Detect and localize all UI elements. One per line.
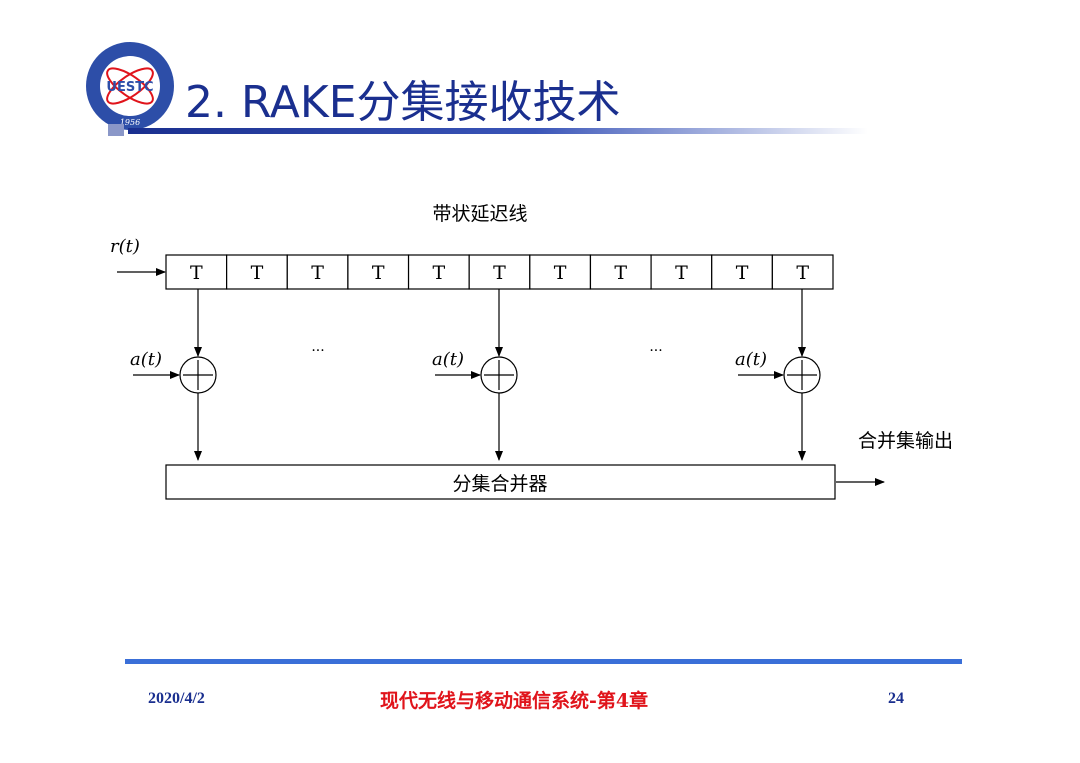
footer-date: 2020/4/2 [148, 690, 205, 707]
slide-title: 2. RAKE分集接收技术 [185, 77, 621, 128]
delay-cell-label: T [190, 262, 203, 284]
delay-cell-label: T [311, 262, 324, 284]
diversity-combiner [165, 464, 836, 500]
logo-text: UESTC [106, 80, 153, 95]
combiner-label: 分集合并器 [452, 473, 547, 495]
delay-cell-label: T [736, 262, 749, 284]
tap-branch-2: a(t) [432, 289, 518, 461]
uestc-logo: UESTC 1956 [86, 42, 174, 130]
title-underline [108, 124, 868, 136]
tap-branch-3: a(t) [735, 289, 821, 461]
delay-cell [468, 254, 531, 290]
delay-cell [711, 254, 773, 290]
delay-cell-label: T [614, 262, 627, 284]
ellipsis-1: ··· [311, 343, 324, 359]
delay-cell [771, 254, 834, 290]
delay-cell-label: T [372, 262, 385, 284]
delay-cell-label: T [493, 262, 506, 284]
delay-cell-label: T [675, 262, 688, 284]
coef-label-3: a(t) [735, 349, 767, 370]
delay-cell-label: T [251, 262, 264, 284]
delay-cell [589, 254, 652, 290]
delay-cell-label: T [554, 262, 567, 284]
page-number: 24 [888, 690, 904, 707]
footer-divider [125, 659, 962, 664]
delay-cell [529, 254, 592, 290]
footer-course-title: 现代无线与移动通信系统-第4章 [380, 690, 649, 712]
delay-line-label: 带状延迟线 [432, 203, 527, 225]
delay-cell-label: T [796, 262, 809, 284]
output-label: 合并集输出 [858, 430, 953, 452]
coef-label-1: a(t) [130, 349, 162, 370]
coef-label-2: a(t) [432, 349, 464, 370]
logo-year: 1956 [120, 118, 140, 127]
tap-branch-1: a(t) [130, 289, 217, 461]
delay-cell-label: T [433, 262, 446, 284]
input-label: r(t) [110, 236, 140, 257]
ellipsis-2: ··· [649, 343, 662, 359]
